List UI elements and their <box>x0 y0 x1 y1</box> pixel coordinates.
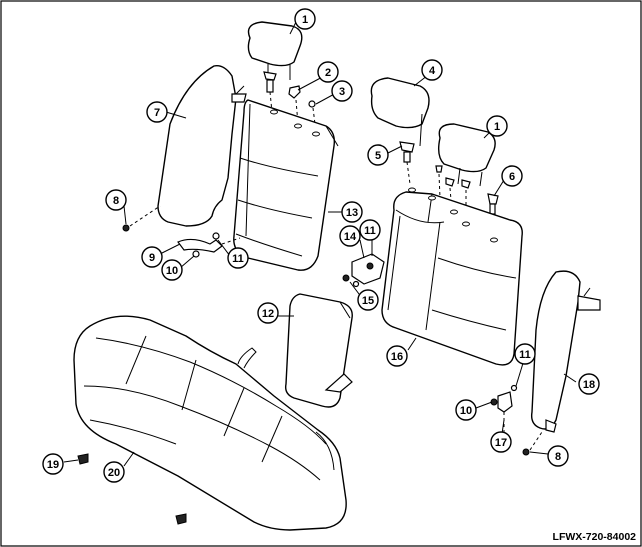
right-seatback <box>381 187 523 366</box>
left-headrest <box>247 21 303 82</box>
right-seatback-bracket <box>490 384 518 432</box>
callout-label: 1 <box>302 14 308 26</box>
callout-marker: 10 <box>455 399 477 421</box>
callout-label: 2 <box>325 67 331 79</box>
callout-marker: 20 <box>103 461 125 483</box>
callout-label: 20 <box>108 467 120 479</box>
cushion-clip-left <box>77 453 89 465</box>
callout-label: 12 <box>262 308 274 320</box>
right-bolster-bolt <box>522 431 543 456</box>
callout-marker: 5 <box>367 144 389 166</box>
callout-marker: 18 <box>578 373 600 395</box>
left-bolster-bolt <box>122 205 161 232</box>
right-outer-headrest <box>437 123 496 187</box>
callout-marker: 12 <box>257 302 279 324</box>
callout-marker: 3 <box>331 80 353 102</box>
callout-marker: 9 <box>141 246 163 268</box>
callout-marker: 19 <box>42 453 64 475</box>
callout-label: 18 <box>583 379 595 391</box>
callout-marker: 6 <box>501 165 523 187</box>
callout-label: 11 <box>364 225 376 237</box>
callout-label: 19 <box>47 459 59 471</box>
callout-marker: 1 <box>294 8 316 30</box>
callout-label: 13 <box>346 207 358 219</box>
reference-code: LFWX-720-84002 <box>553 531 637 543</box>
right-headrest-guide <box>399 141 415 185</box>
callout-marker: 16 <box>386 345 408 367</box>
callout-label: 10 <box>460 405 472 417</box>
callout-marker: 13 <box>341 201 363 223</box>
callout-label: 8 <box>555 451 561 463</box>
right-headrest <box>370 77 430 147</box>
callout-marker: 2 <box>317 61 339 83</box>
callout-label: 6 <box>509 171 515 183</box>
callout-label: 17 <box>495 437 507 449</box>
callout-marker: 8 <box>105 189 127 211</box>
left-headrest-guide <box>263 71 277 93</box>
right-side-bolster <box>530 270 601 433</box>
callout-marker: 14 <box>339 225 361 247</box>
left-side-bolster <box>157 65 247 227</box>
callout-label: 7 <box>154 107 160 119</box>
callout-marker: 4 <box>421 59 443 81</box>
callout-marker: 15 <box>357 289 379 311</box>
right-headrest-hardware <box>435 165 499 239</box>
callout-label: 15 <box>362 295 374 307</box>
callout-label: 4 <box>429 65 436 77</box>
left-seatback <box>233 99 339 271</box>
callout-labels: 1 2 3 4 1 5 6 7 <box>42 8 600 483</box>
callout-marker: 17 <box>490 431 512 453</box>
callout-marker: 11 <box>227 247 249 269</box>
callout-marker: 7 <box>146 101 168 123</box>
callout-label: 5 <box>375 150 381 162</box>
callout-marker: 8 <box>547 445 569 467</box>
callout-label: 14 <box>344 231 357 243</box>
left-seatback-bracket <box>177 232 241 258</box>
callout-marker: 1 <box>486 115 508 137</box>
callout-label: 8 <box>113 195 119 207</box>
callout-marker: 10 <box>161 259 183 281</box>
cushion-clip-bottom <box>175 513 187 525</box>
callout-marker: 11 <box>514 343 536 365</box>
callout-label: 3 <box>339 86 345 98</box>
callout-label: 1 <box>494 121 500 133</box>
callout-label: 9 <box>149 252 155 264</box>
center-armrest <box>284 293 353 408</box>
callout-label: 11 <box>232 253 244 265</box>
callout-label: 10 <box>166 265 178 277</box>
callout-marker: 11 <box>359 219 381 241</box>
callout-label: 11 <box>519 349 531 361</box>
seat-cushion <box>73 315 347 531</box>
callout-label: 16 <box>391 351 403 363</box>
